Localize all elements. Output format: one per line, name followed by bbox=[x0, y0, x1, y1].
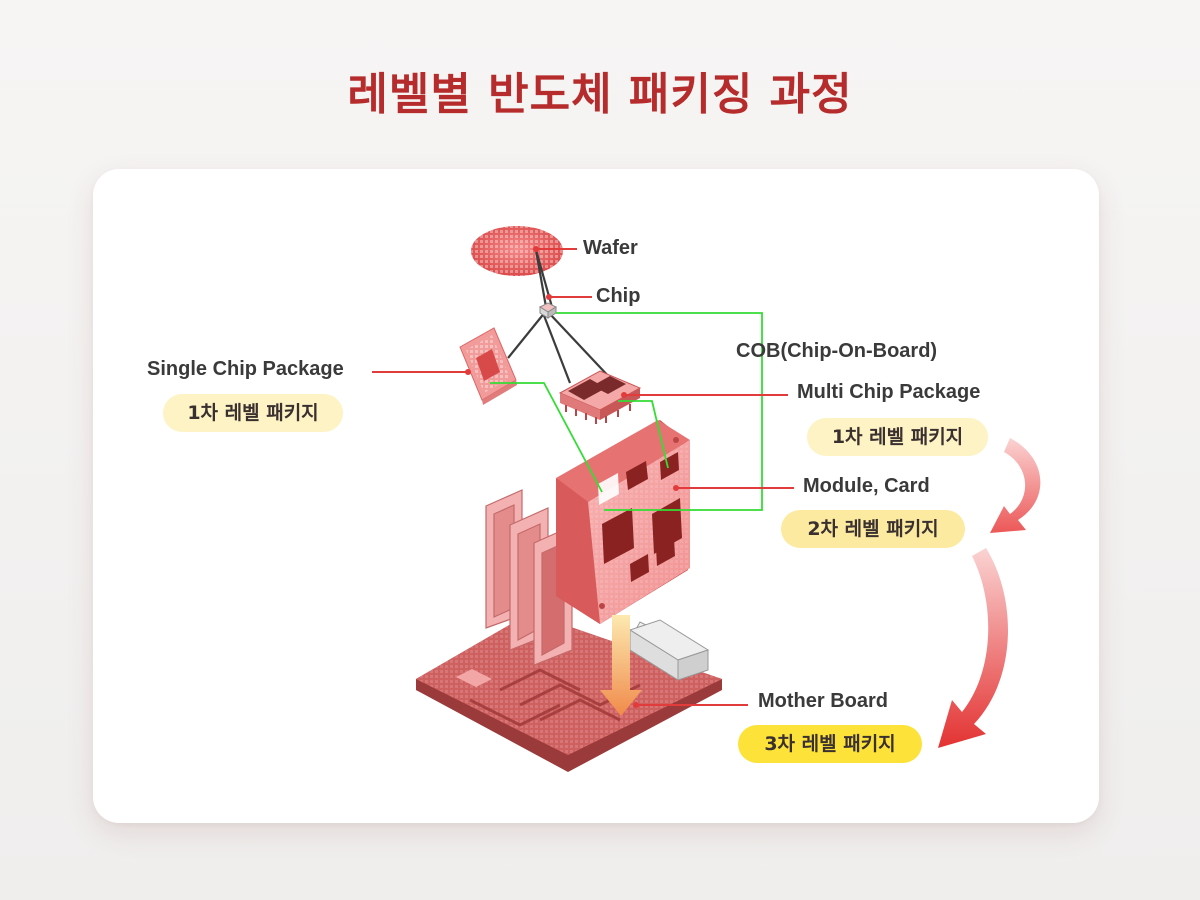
multi-chip-package-label: Multi Chip Package bbox=[797, 381, 981, 403]
leader-lines bbox=[372, 248, 794, 706]
board-level-badge: 3차 레벨 패키지 bbox=[738, 725, 922, 763]
multi-chip-package-graphic bbox=[558, 370, 642, 424]
single-chip-package-label: Single Chip Package bbox=[147, 358, 344, 380]
wafer-label: Wafer bbox=[583, 237, 638, 259]
module-card-label: Module, Card bbox=[803, 475, 930, 497]
process-lines bbox=[507, 249, 613, 384]
mother-board-label: Mother Board bbox=[758, 690, 888, 712]
cob-lines bbox=[490, 312, 763, 511]
level-arrow-1 bbox=[990, 438, 1041, 533]
connector-block bbox=[628, 619, 710, 681]
page-title: 레벨별 반도체 패키징 과정 bbox=[347, 69, 853, 120]
leader-dots bbox=[465, 246, 679, 708]
single-chip-package-graphic bbox=[459, 327, 517, 405]
motherboard-graphic bbox=[416, 613, 722, 772]
down-arrow bbox=[600, 615, 642, 716]
module-level-badge: 2차 레벨 패키지 bbox=[781, 510, 965, 548]
cob-label: COB(Chip-On-Board) bbox=[736, 340, 938, 362]
level-arrow-2 bbox=[938, 548, 1008, 748]
module-card-graphic bbox=[556, 420, 690, 624]
multi-level-badge: 1차 레벨 패키지 bbox=[807, 418, 988, 456]
chip-label: Chip bbox=[596, 285, 641, 307]
single-level-badge: 1차 레벨 패키지 bbox=[163, 394, 343, 432]
wafer-graphic bbox=[471, 226, 563, 276]
